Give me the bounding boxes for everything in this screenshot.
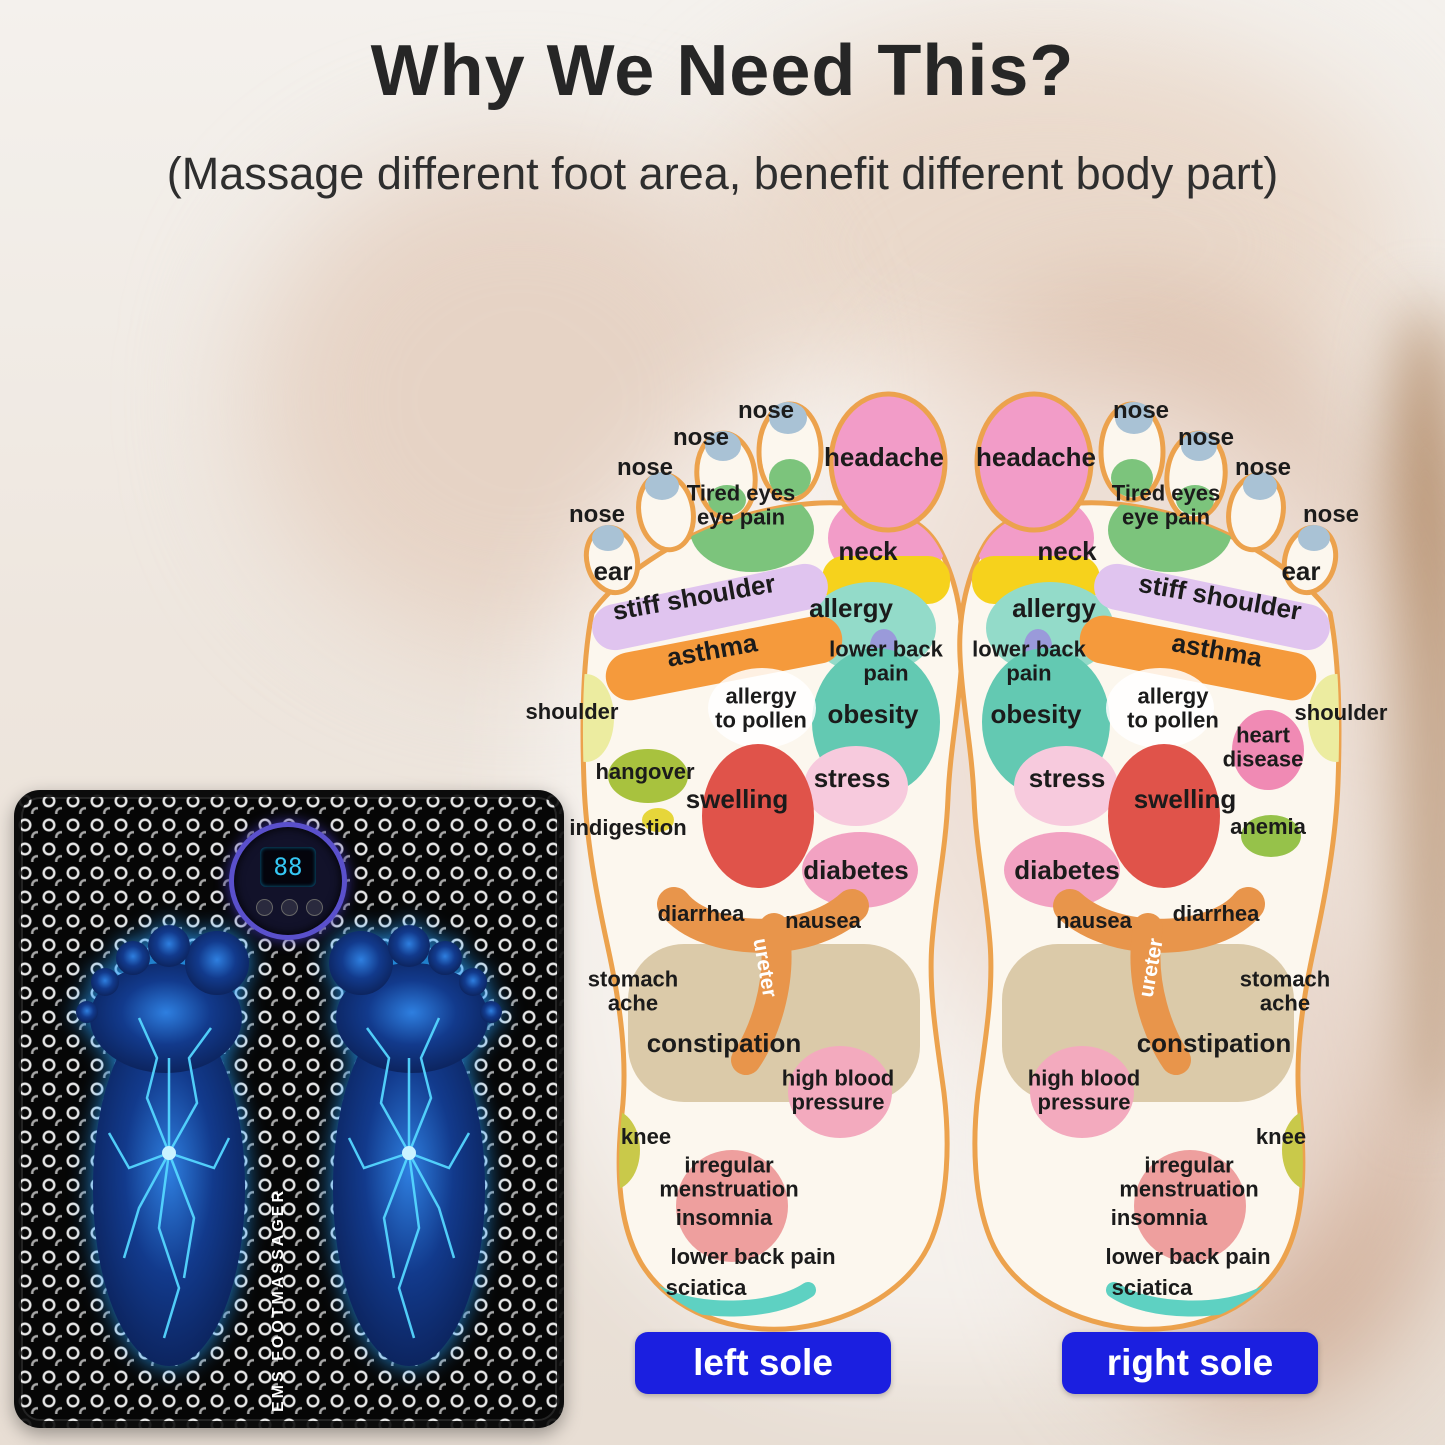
- left-sole-caption: left sole: [635, 1332, 891, 1394]
- brand-text: EMS FOOTMASSAGER: [270, 1187, 287, 1412]
- control-display: 88: [260, 847, 316, 887]
- right-sole-caption: right sole: [1062, 1332, 1318, 1394]
- right-sole-reflexology-diagram: [954, 388, 1366, 1336]
- product-image-foot-massager-mat: 88 EMS FOOTMASSAGER: [14, 790, 564, 1428]
- page-title: Why We Need This?: [370, 31, 1075, 111]
- left-sole-reflexology-diagram: [556, 388, 968, 1336]
- control-button: [281, 899, 298, 916]
- massager-control-unit: 88: [229, 822, 347, 940]
- control-button: [256, 899, 273, 916]
- page-subtitle: (Massage different foot area, benefit di…: [166, 148, 1279, 199]
- control-button: [306, 899, 323, 916]
